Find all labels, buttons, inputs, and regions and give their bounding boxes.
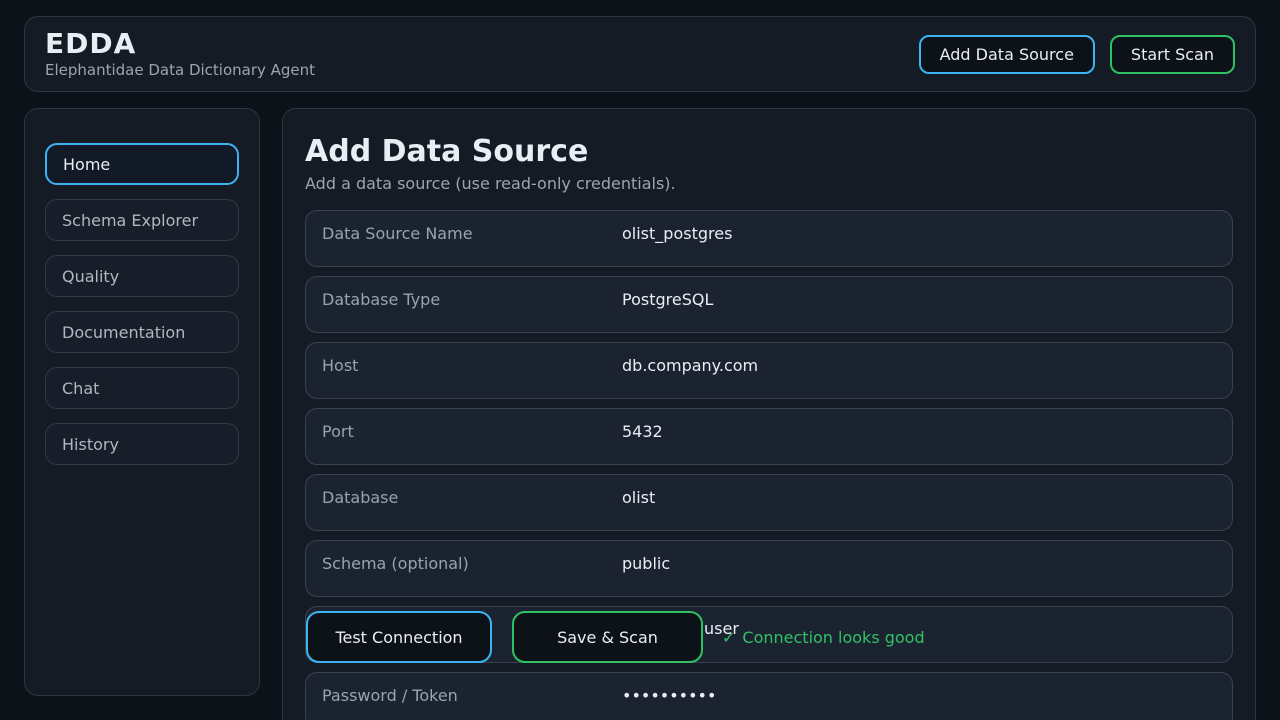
test-connection-button[interactable]: Test Connection — [306, 611, 492, 663]
sidebar-item-label: Home — [63, 154, 111, 174]
sidebar-item-label: Documentation — [62, 322, 186, 342]
field-row-data-source-name[interactable]: Data Source Name olist_postgres — [305, 210, 1233, 268]
sidebar-nav: Home Schema Explorer Quality Documentati… — [24, 108, 260, 696]
app-header: EDDA Elephantidae Data Dictionary Agent … — [24, 16, 1256, 92]
field-value: PostgreSQL — [622, 290, 714, 310]
field-label: Host — [322, 356, 359, 376]
start-scan-button[interactable]: Start Scan — [1109, 34, 1235, 74]
sidebar-item-label: Quality — [62, 266, 120, 286]
app-tagline: Elephantidae Data Dictionary Agent — [45, 60, 316, 79]
sidebar-item-label: History — [62, 434, 119, 454]
connection-status: ✓ Connection looks good — [722, 628, 925, 647]
field-value: olist_postgres — [622, 224, 733, 244]
occluded-value-fragment: user — [704, 619, 739, 639]
field-value: •••••••••• — [622, 686, 717, 706]
connection-status-text: Connection looks good — [742, 627, 925, 647]
sidebar-item-quality[interactable]: Quality — [45, 255, 239, 297]
field-row-database-type[interactable]: Database Type PostgreSQL — [305, 276, 1233, 334]
brand: EDDA Elephantidae Data Dictionary Agent — [45, 27, 316, 79]
page-title: Add Data Source — [305, 134, 589, 169]
sidebar-item-home[interactable]: Home — [45, 143, 239, 185]
field-label: Data Source Name — [322, 224, 473, 244]
field-value: olist — [622, 488, 656, 508]
sidebar-item-label: Chat — [62, 378, 100, 398]
sidebar-item-schema-explorer[interactable]: Schema Explorer — [45, 199, 239, 241]
main-panel: Add Data Source Add a data source (use r… — [282, 108, 1256, 720]
sidebar-item-history[interactable]: History — [45, 423, 239, 465]
field-row-schema-optional[interactable]: Schema (optional) public — [305, 540, 1233, 598]
page-subtitle: Add a data source (use read-only credent… — [305, 174, 676, 193]
form-actions: Test Connection Save & Scan ✓ Connection… — [306, 611, 925, 663]
sidebar-item-chat[interactable]: Chat — [45, 367, 239, 409]
field-value: db.company.com — [622, 356, 759, 376]
check-icon: ✓ — [722, 627, 736, 647]
field-label: Database Type — [322, 290, 441, 310]
field-value: public — [622, 554, 671, 574]
field-label: Password / Token — [322, 686, 458, 706]
field-row-port[interactable]: Port 5432 — [305, 408, 1233, 466]
save-and-scan-button[interactable]: Save & Scan — [512, 611, 703, 663]
field-label: Database — [322, 488, 399, 508]
field-row-host[interactable]: Host db.company.com — [305, 342, 1233, 400]
field-row-database[interactable]: Database olist — [305, 474, 1233, 532]
sidebar-item-label: Schema Explorer — [62, 210, 199, 230]
sidebar-item-documentation[interactable]: Documentation — [45, 311, 239, 353]
field-row-password-token[interactable]: Password / Token •••••••••• — [305, 672, 1233, 720]
app-name: EDDA — [45, 27, 137, 61]
header-actions: Add Data Source Start Scan — [918, 34, 1235, 74]
add-data-source-button[interactable]: Add Data Source — [918, 34, 1095, 74]
field-label: Schema (optional) — [322, 554, 469, 574]
field-label: Port — [322, 422, 354, 442]
field-value: 5432 — [622, 422, 663, 442]
